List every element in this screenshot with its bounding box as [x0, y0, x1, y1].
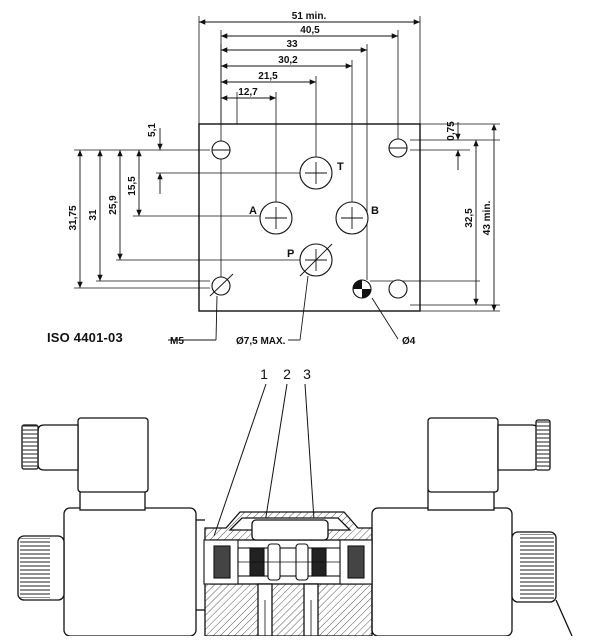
port-label-a: A	[249, 205, 257, 217]
right-coil-neck	[427, 489, 495, 511]
holes	[211, 138, 408, 299]
item-number-3: 3	[303, 366, 311, 382]
port-labels: T A B P	[249, 161, 379, 260]
spool-assembly	[203, 539, 373, 585]
left-connector-gland	[37, 424, 79, 471]
right-connector-housing	[427, 417, 499, 493]
right-dimension-lines	[455, 122, 497, 311]
horizontal-extension-lines	[74, 123, 500, 312]
left-connector-housing	[77, 417, 149, 493]
callouts: M5 Ø7,5 MAX. Ø4	[170, 336, 416, 347]
port-label-t: T	[337, 161, 344, 173]
dim-31: 31	[88, 209, 99, 221]
dim-21-5: 21,5	[258, 71, 278, 82]
diameter-indicators	[168, 243, 399, 341]
left-coil-neck	[79, 489, 146, 511]
dim-15-5: 15,5	[127, 176, 138, 196]
mounting-plate	[198, 123, 421, 312]
vertical-extension-lines	[198, 16, 421, 280]
dim-31-75: 31,75	[68, 205, 79, 230]
port-label-b: B	[371, 205, 379, 217]
left-coil-body	[63, 507, 197, 637]
bolt-hole-bottom-right	[388, 279, 408, 299]
port-label-p: P	[287, 248, 294, 260]
locating-pin	[352, 279, 372, 299]
dim-0-75: 0,75	[446, 121, 457, 141]
dim-32-5: 32,5	[464, 208, 475, 228]
dim-5-1: 5,1	[147, 123, 158, 137]
item-number-2: 2	[283, 366, 291, 382]
right-pin-head	[347, 545, 365, 579]
right-coil-body	[371, 507, 513, 637]
dimension-texts: 51 min. 40,5 33 30,2 21,5 12,7 5,1 0,75 …	[68, 11, 493, 235]
callout-screw: M5	[170, 336, 184, 347]
left-solenoid	[17, 417, 205, 637]
standard-label: ISO 4401-03	[47, 330, 123, 345]
item-number-1: 1	[260, 366, 268, 382]
callout-pin-diameter: Ø4	[402, 336, 416, 347]
left-pin-head	[213, 545, 231, 579]
dim-25-9: 25,9	[108, 195, 119, 215]
dim-12-7: 12,7	[238, 87, 258, 98]
top-dimension-lines	[199, 19, 420, 101]
port-crosshairs	[212, 147, 407, 271]
dim-overall-width: 51 min.	[292, 11, 327, 22]
dim-40-5: 40,5	[300, 25, 320, 36]
plate-outline	[198, 123, 421, 312]
left-dimension-lines	[77, 128, 163, 288]
callout-port-diameter: Ø7,5 MAX.	[236, 336, 286, 347]
right-connector-gland	[497, 424, 539, 471]
dim-overall-height: 43 min.	[482, 201, 493, 236]
dim-30-2: 30,2	[278, 55, 298, 66]
right-solenoid	[371, 417, 573, 637]
dim-33: 33	[286, 39, 298, 50]
